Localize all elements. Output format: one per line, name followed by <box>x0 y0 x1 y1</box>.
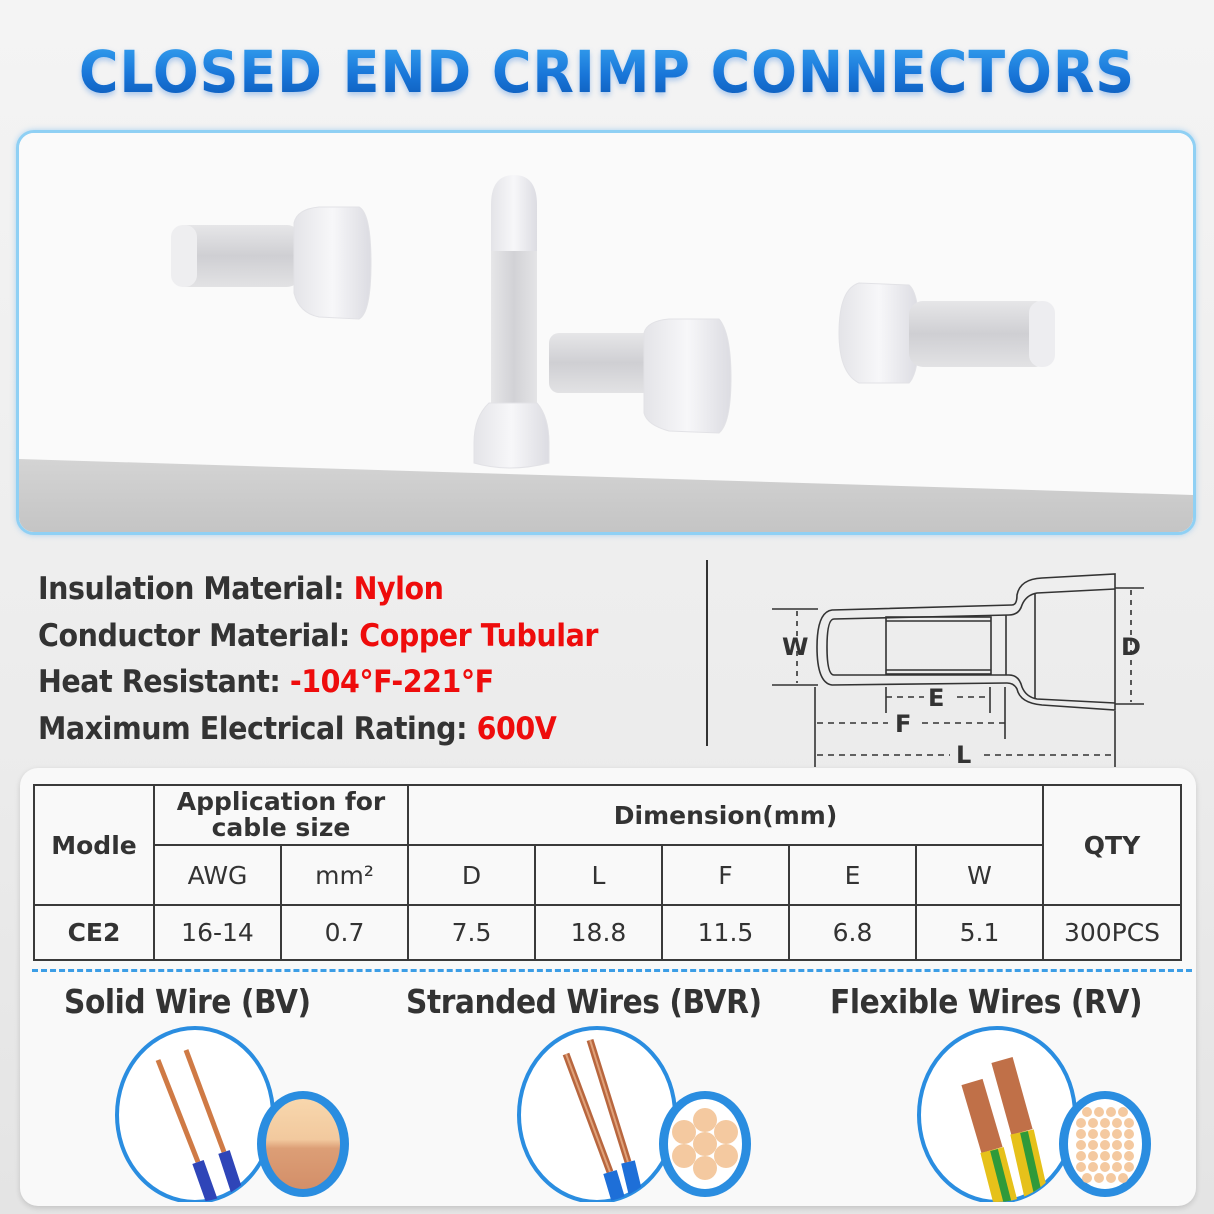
spec-value: Copper Tubular <box>359 617 598 654</box>
spec-value: -104°F-221°F <box>289 664 494 700</box>
header-e: E <box>788 844 917 906</box>
wire-type-flexible-label: Flexible Wires (RV) <box>830 982 1143 1021</box>
cell-f: 11.5 <box>661 904 790 961</box>
wire-type-solid-label: Solid Wire (BV) <box>64 982 311 1021</box>
header-mm2: mm² <box>280 844 409 906</box>
closed-end-connectors-photo-icon <box>19 133 1193 532</box>
spec-value: 600V <box>476 710 557 747</box>
spec-conductor-material: Conductor Material: Copper Tubular <box>38 613 598 660</box>
dimension-label-w: W <box>782 633 808 661</box>
product-photo <box>16 130 1196 535</box>
table-row: CE2 16-14 0.7 7.5 18.8 11.5 6.8 5.1 300P… <box>33 904 1182 961</box>
cell-awg: 16-14 <box>153 904 282 961</box>
header-l: L <box>534 844 663 906</box>
header-model: Modle <box>33 784 155 906</box>
cell-e: 6.8 <box>788 904 917 961</box>
solid-wire-icon <box>110 1022 360 1206</box>
section-divider <box>706 560 708 746</box>
cell-mm2: 0.7 <box>280 904 409 961</box>
page-title: CLOSED END CRIMP CONNECTORS <box>42 38 1171 106</box>
stranded-wire-icon <box>512 1022 762 1206</box>
wire-type-stranded-label: Stranded Wires (BVR) <box>406 982 762 1021</box>
cell-w: 5.1 <box>915 904 1044 961</box>
connector-dimension-diagram-icon: W D E F L <box>772 573 1144 769</box>
cell-d: 7.5 <box>407 904 536 961</box>
dimension-label-f: F <box>895 710 911 738</box>
specifications-list: Insulation Material: Nylon Conductor Mat… <box>38 566 647 752</box>
spec-heat-resistant: Heat Resistant: -104°F-221°F <box>38 659 598 706</box>
cell-l: 18.8 <box>534 904 663 961</box>
spec-value: Nylon <box>353 571 444 607</box>
spec-label: Heat Resistant: <box>38 664 281 700</box>
header-awg: AWG <box>153 844 282 906</box>
dimension-label-l: L <box>956 741 971 769</box>
header-f: F <box>661 844 790 906</box>
dimension-diagram: W D E F L <box>762 565 1162 774</box>
header-application: Application for cable size <box>153 784 409 846</box>
header-d: D <box>407 844 536 906</box>
cell-qty: 300PCS <box>1042 904 1182 961</box>
spec-label: Maximum Electrical Rating: <box>38 710 468 747</box>
specification-table: Modle Application for cable size Dimensi… <box>33 784 1182 961</box>
dimension-label-e: E <box>928 684 944 712</box>
dashed-divider <box>32 969 1192 972</box>
cell-model: CE2 <box>33 904 155 961</box>
flexible-wire-icon <box>912 1022 1162 1206</box>
dimension-label-d: D <box>1121 633 1141 661</box>
header-w: W <box>915 844 1044 906</box>
spec-insulation-material: Insulation Material: Nylon <box>38 566 598 613</box>
spec-label: Conductor Material: <box>38 617 350 654</box>
header-qty: QTY <box>1042 784 1182 906</box>
spec-label: Insulation Material: <box>38 571 345 607</box>
spec-max-electrical-rating: Maximum Electrical Rating: 600V <box>38 706 598 753</box>
header-dimension: Dimension(mm) <box>407 784 1044 846</box>
